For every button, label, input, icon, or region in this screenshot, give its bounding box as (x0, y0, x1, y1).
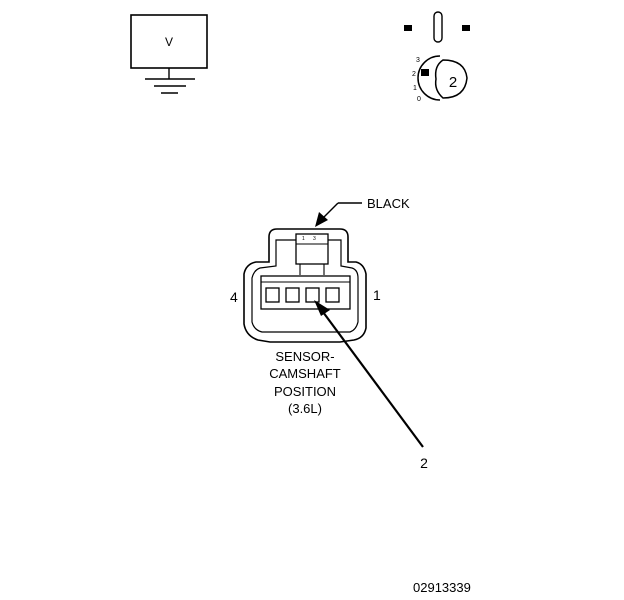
switch-position-labels: 3 2 1 0 (412, 57, 421, 103)
switch-indicator-mark (421, 69, 429, 76)
ignition-switch: 3 2 1 0 2 (404, 11, 470, 103)
connector-lock-tab (295, 233, 329, 265)
pin-pointer-line (322, 311, 424, 448)
connector-name-line-4: (3.6L) (288, 401, 322, 416)
switch-key-left-mark (404, 25, 412, 31)
pin-label-left: 4 (230, 289, 238, 305)
connector-name: SENSOR- CAMSHAFT POSITION (3.6L) (269, 349, 341, 416)
switch-dial-arc (417, 55, 441, 101)
connector-name-line-1: SENSOR- (275, 349, 334, 364)
connector: BLACK 1 3 4 1 SENSOR- CAMSHAFT POSITION (230, 196, 428, 471)
switch-position-2: 2 (412, 71, 416, 78)
pin-cavity-2 (305, 287, 320, 303)
connector-color-label: BLACK (367, 196, 410, 211)
switch-position-1: 1 (413, 85, 417, 92)
top-mark-3: 3 (313, 236, 316, 242)
pin-cavity-1 (325, 287, 340, 303)
pin-pointer-callout: 2 (420, 455, 428, 471)
switch-selector-icon (434, 59, 468, 99)
voltmeter: V (130, 14, 208, 94)
switch-key-right-mark (462, 25, 470, 31)
ground-icon (145, 68, 195, 94)
voltmeter-label: V (165, 35, 173, 49)
pin-label-right: 1 (373, 287, 381, 303)
pin-cavity-3 (285, 287, 300, 303)
top-mark-1: 1 (302, 236, 305, 242)
switch-position-0: 0 (417, 96, 421, 103)
connector-name-line-3: POSITION (274, 384, 336, 399)
color-leader-arrowhead (315, 212, 328, 227)
pin-cavity-4 (265, 287, 280, 303)
voltmeter-box (130, 14, 208, 69)
switch-key-icon (433, 11, 443, 43)
figure-id: 02913339 (413, 580, 471, 595)
connector-name-line-2: CAMSHAFT (269, 366, 341, 381)
switch-position-3: 3 (416, 57, 420, 64)
color-leader-line-angled (321, 202, 339, 220)
switch-callout: 2 (449, 74, 457, 91)
connector-inner-outline (251, 239, 359, 333)
pin-pointer-arrowhead (314, 300, 330, 316)
